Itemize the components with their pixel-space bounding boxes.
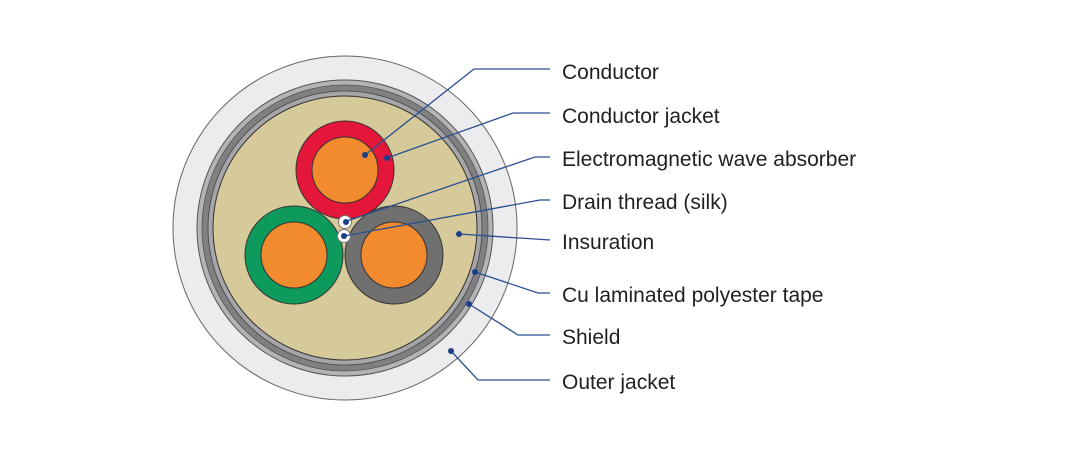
label-em-wave-absorber: Electromagnetic wave absorber xyxy=(562,148,856,171)
leader-lines xyxy=(341,68,551,381)
labels: Conductor Conductor jacket Electromagnet… xyxy=(562,61,856,394)
leader-shield xyxy=(468,303,550,336)
leader-dot-conductor-jacket xyxy=(384,155,390,161)
leader-dot-drain-thread xyxy=(341,233,347,239)
red-conductor xyxy=(311,136,379,204)
leader-conductor xyxy=(364,68,550,156)
label-shield: Shield xyxy=(562,326,620,349)
leader-dot-shield xyxy=(466,301,472,307)
leader-conductor-jacket xyxy=(386,112,550,159)
leader-insulation xyxy=(458,233,551,241)
leader-dot-insulation xyxy=(456,231,462,237)
leader-dot-cu-tape xyxy=(472,269,478,275)
leader-drain-thread xyxy=(343,199,550,237)
cable-cross-section xyxy=(172,55,518,401)
label-insulation: Insuration xyxy=(562,231,654,254)
label-conductor-jacket: Conductor jacket xyxy=(562,105,720,128)
leader-cu-tape xyxy=(474,271,550,294)
label-outer-jacket: Outer jacket xyxy=(562,371,675,394)
label-cu-tape: Cu laminated polyester tape xyxy=(562,284,824,307)
leader-outer-jacket xyxy=(450,350,550,381)
leader-em-absorber xyxy=(346,156,550,222)
green-conductor xyxy=(260,221,328,289)
label-drain-thread: Drain thread (silk) xyxy=(562,191,728,214)
leader-dot-conductor xyxy=(362,152,368,158)
leader-dot-em-absorber xyxy=(343,219,349,225)
leader-dot-outer-jacket xyxy=(448,348,454,354)
gray-conductor xyxy=(360,221,428,289)
label-conductor: Conductor xyxy=(562,61,659,84)
